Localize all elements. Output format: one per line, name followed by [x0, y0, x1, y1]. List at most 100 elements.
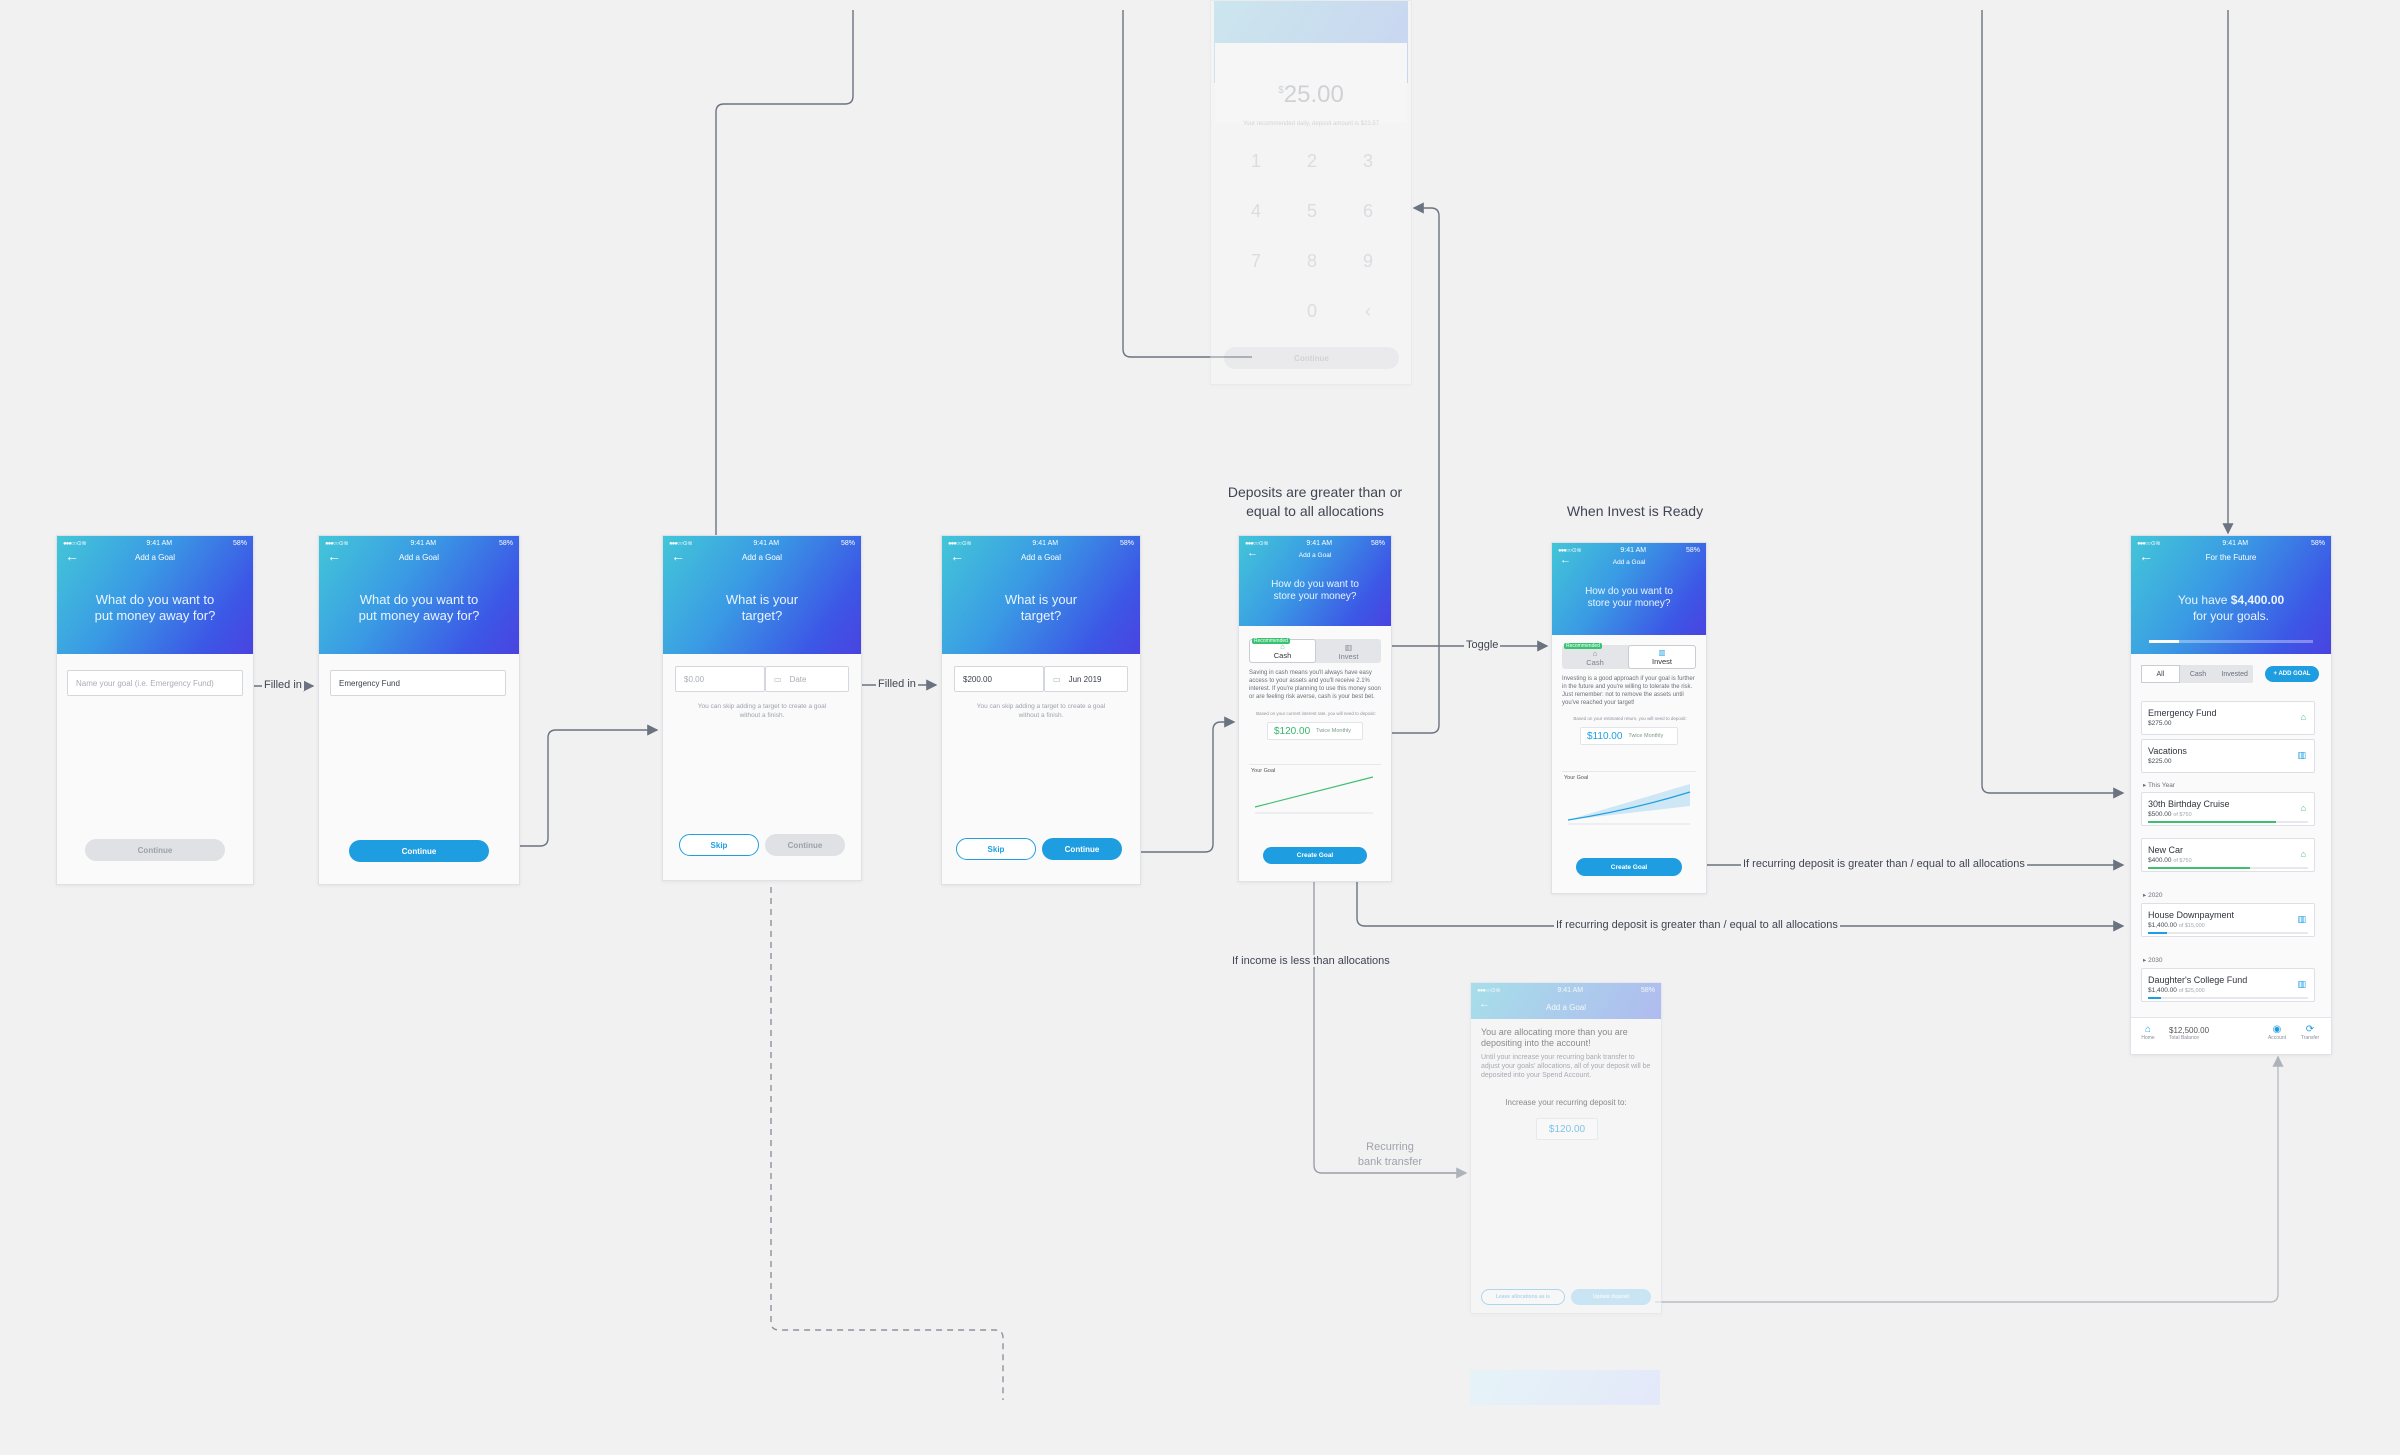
key-6[interactable]: 6: [1362, 201, 1373, 221]
nav-home[interactable]: ⌂Home: [2141, 1024, 2155, 1041]
nav-account[interactable]: ◉Account: [2267, 1024, 2287, 1041]
cash-invest-toggle[interactable]: Recommended⌂Cash ▥Invest: [1562, 643, 1696, 669]
key-1[interactable]: 1: [1250, 151, 1261, 171]
keypad-header: [1214, 1, 1408, 83]
section-this-year: ▸ This Year: [2143, 782, 2176, 789]
continue-button[interactable]: Continue: [1042, 838, 1122, 860]
invest-icon: ▥: [1658, 648, 1666, 657]
flow-line-keypad-continue: [1122, 10, 1252, 358]
alloc-amount[interactable]: $120.00: [1536, 1118, 1598, 1140]
invest-icon: ▥: [2297, 750, 2306, 760]
keypad-continue-button[interactable]: Continue: [1224, 347, 1399, 369]
cash-toggle-option[interactable]: Recommended⌂Cash: [1249, 638, 1316, 663]
update-deposit-button[interactable]: Update deposit: [1571, 1289, 1651, 1305]
key-3[interactable]: 3: [1362, 151, 1373, 171]
key-5[interactable]: 5: [1306, 201, 1317, 221]
back-arrow-icon[interactable]: ←: [1560, 554, 1571, 566]
flow-line-income-less: [1313, 866, 1468, 1179]
target-date-input[interactable]: ▭Jun 2019: [1044, 666, 1128, 692]
calendar-icon: ▭: [1053, 674, 1061, 684]
back-arrow-icon[interactable]: ←: [65, 548, 79, 564]
goal-card-vacations[interactable]: Vacations $225.00 ▥: [2141, 739, 2315, 773]
back-arrow-icon[interactable]: ←: [327, 548, 341, 564]
key-0[interactable]: 0: [1306, 301, 1317, 321]
key-7[interactable]: 7: [1250, 251, 1261, 271]
flow-line-cash-create: [1356, 866, 2125, 932]
alloc-increase-label: Increase your recurring deposit to:: [1505, 1098, 1627, 1107]
back-arrow-icon[interactable]: ←: [671, 548, 685, 564]
target-amount-input[interactable]: $0.00: [675, 666, 765, 692]
tab-all[interactable]: All: [2141, 665, 2180, 683]
back-arrow-icon[interactable]: ←: [2139, 548, 2153, 564]
header-title: Add a Goal: [1020, 553, 1062, 562]
cash-icon: ⌂: [2300, 712, 2306, 722]
faded-bottom-screen: [1470, 1370, 1660, 1405]
nav-transfer[interactable]: ⟳Transfer: [2300, 1024, 2320, 1041]
cash-toggle-option[interactable]: Recommended⌂Cash: [1564, 643, 1604, 667]
section-2030: ▸ 2030: [2143, 957, 2163, 964]
flow-line-alloc-to-goals: [1655, 1055, 2284, 1303]
goal-card-college-fund[interactable]: Daughter's College Fund $1,400.00 of $25…: [2141, 968, 2315, 1002]
target-amount-input[interactable]: $200.00: [954, 666, 1044, 692]
calendar-icon: ▭: [774, 674, 782, 684]
invest-icon: ▥: [2297, 914, 2306, 924]
caption-invest-ready: When Invest is Ready: [1566, 503, 1704, 519]
flow-label-recurring-bank: Recurring bank transfer: [1357, 1141, 1423, 1168]
back-arrow-icon[interactable]: ←: [1247, 547, 1258, 559]
keypad-hint: Your recommended daily, deposit amount i…: [1242, 121, 1380, 127]
back-arrow-icon[interactable]: ←: [1479, 998, 1490, 1010]
key-8[interactable]: 8: [1306, 251, 1317, 271]
add-goal-button[interactable]: + ADD GOAL: [2265, 666, 2319, 682]
tab-invested[interactable]: Invested: [2221, 670, 2248, 678]
filter-tabs[interactable]: All Cash Invested: [2141, 665, 2253, 683]
leave-allocations-button[interactable]: Leave allocations as is: [1481, 1289, 1565, 1305]
target-date-input[interactable]: ▭Date: [765, 666, 849, 692]
goal-card-emergency-fund[interactable]: Emergency Fund $275.00 ⌂: [2141, 701, 2315, 735]
create-goal-button[interactable]: Create Goal: [1263, 847, 1367, 864]
tab-cash[interactable]: Cash: [2189, 670, 2207, 678]
invest-toggle-option[interactable]: ▥Invest: [1338, 643, 1359, 661]
key-4[interactable]: 4: [1250, 201, 1261, 221]
goal-name-input[interactable]: Name your goal (i.e. Emergency Fund): [67, 670, 243, 696]
key-backspace[interactable]: ‹: [1365, 301, 1371, 321]
invest-toggle-option[interactable]: ▥Invest: [1628, 645, 1696, 669]
continue-button[interactable]: Continue: [349, 840, 489, 862]
create-goal-button[interactable]: Create Goal: [1576, 858, 1682, 876]
goal-card-birthday-cruise[interactable]: 30th Birthday Cruise $500.00 of $750 ⌂: [2141, 792, 2315, 826]
screen-amount-keypad: $25.00 Your recommended daily, deposit a…: [1210, 0, 1412, 385]
key-2[interactable]: 2: [1306, 151, 1317, 171]
goal-card-new-car[interactable]: New Car $400.00 of $750 ⌂: [2141, 838, 2315, 872]
cash-invest-toggle[interactable]: Recommended⌂Cash ▥Invest: [1249, 638, 1381, 663]
cash-icon: ⌂: [1592, 649, 1598, 658]
skip-button[interactable]: Skip: [679, 834, 759, 856]
invest-icon: ▥: [1344, 643, 1353, 652]
goal-card-house-downpayment[interactable]: House Downpayment $1,400.00 of $15,000 ▥: [2141, 903, 2315, 937]
flow-line-continue-to-store: [1120, 716, 1236, 853]
continue-button[interactable]: Continue: [85, 839, 225, 861]
skip-hint: You can skip adding a target to create a…: [697, 703, 827, 719]
continue-button[interactable]: Continue: [765, 834, 845, 856]
skip-button[interactable]: Skip: [956, 838, 1036, 860]
back-arrow-icon[interactable]: ←: [950, 548, 964, 564]
key-9[interactable]: 9: [1362, 251, 1373, 271]
goal-name-input[interactable]: Emergency Fund: [330, 670, 506, 696]
